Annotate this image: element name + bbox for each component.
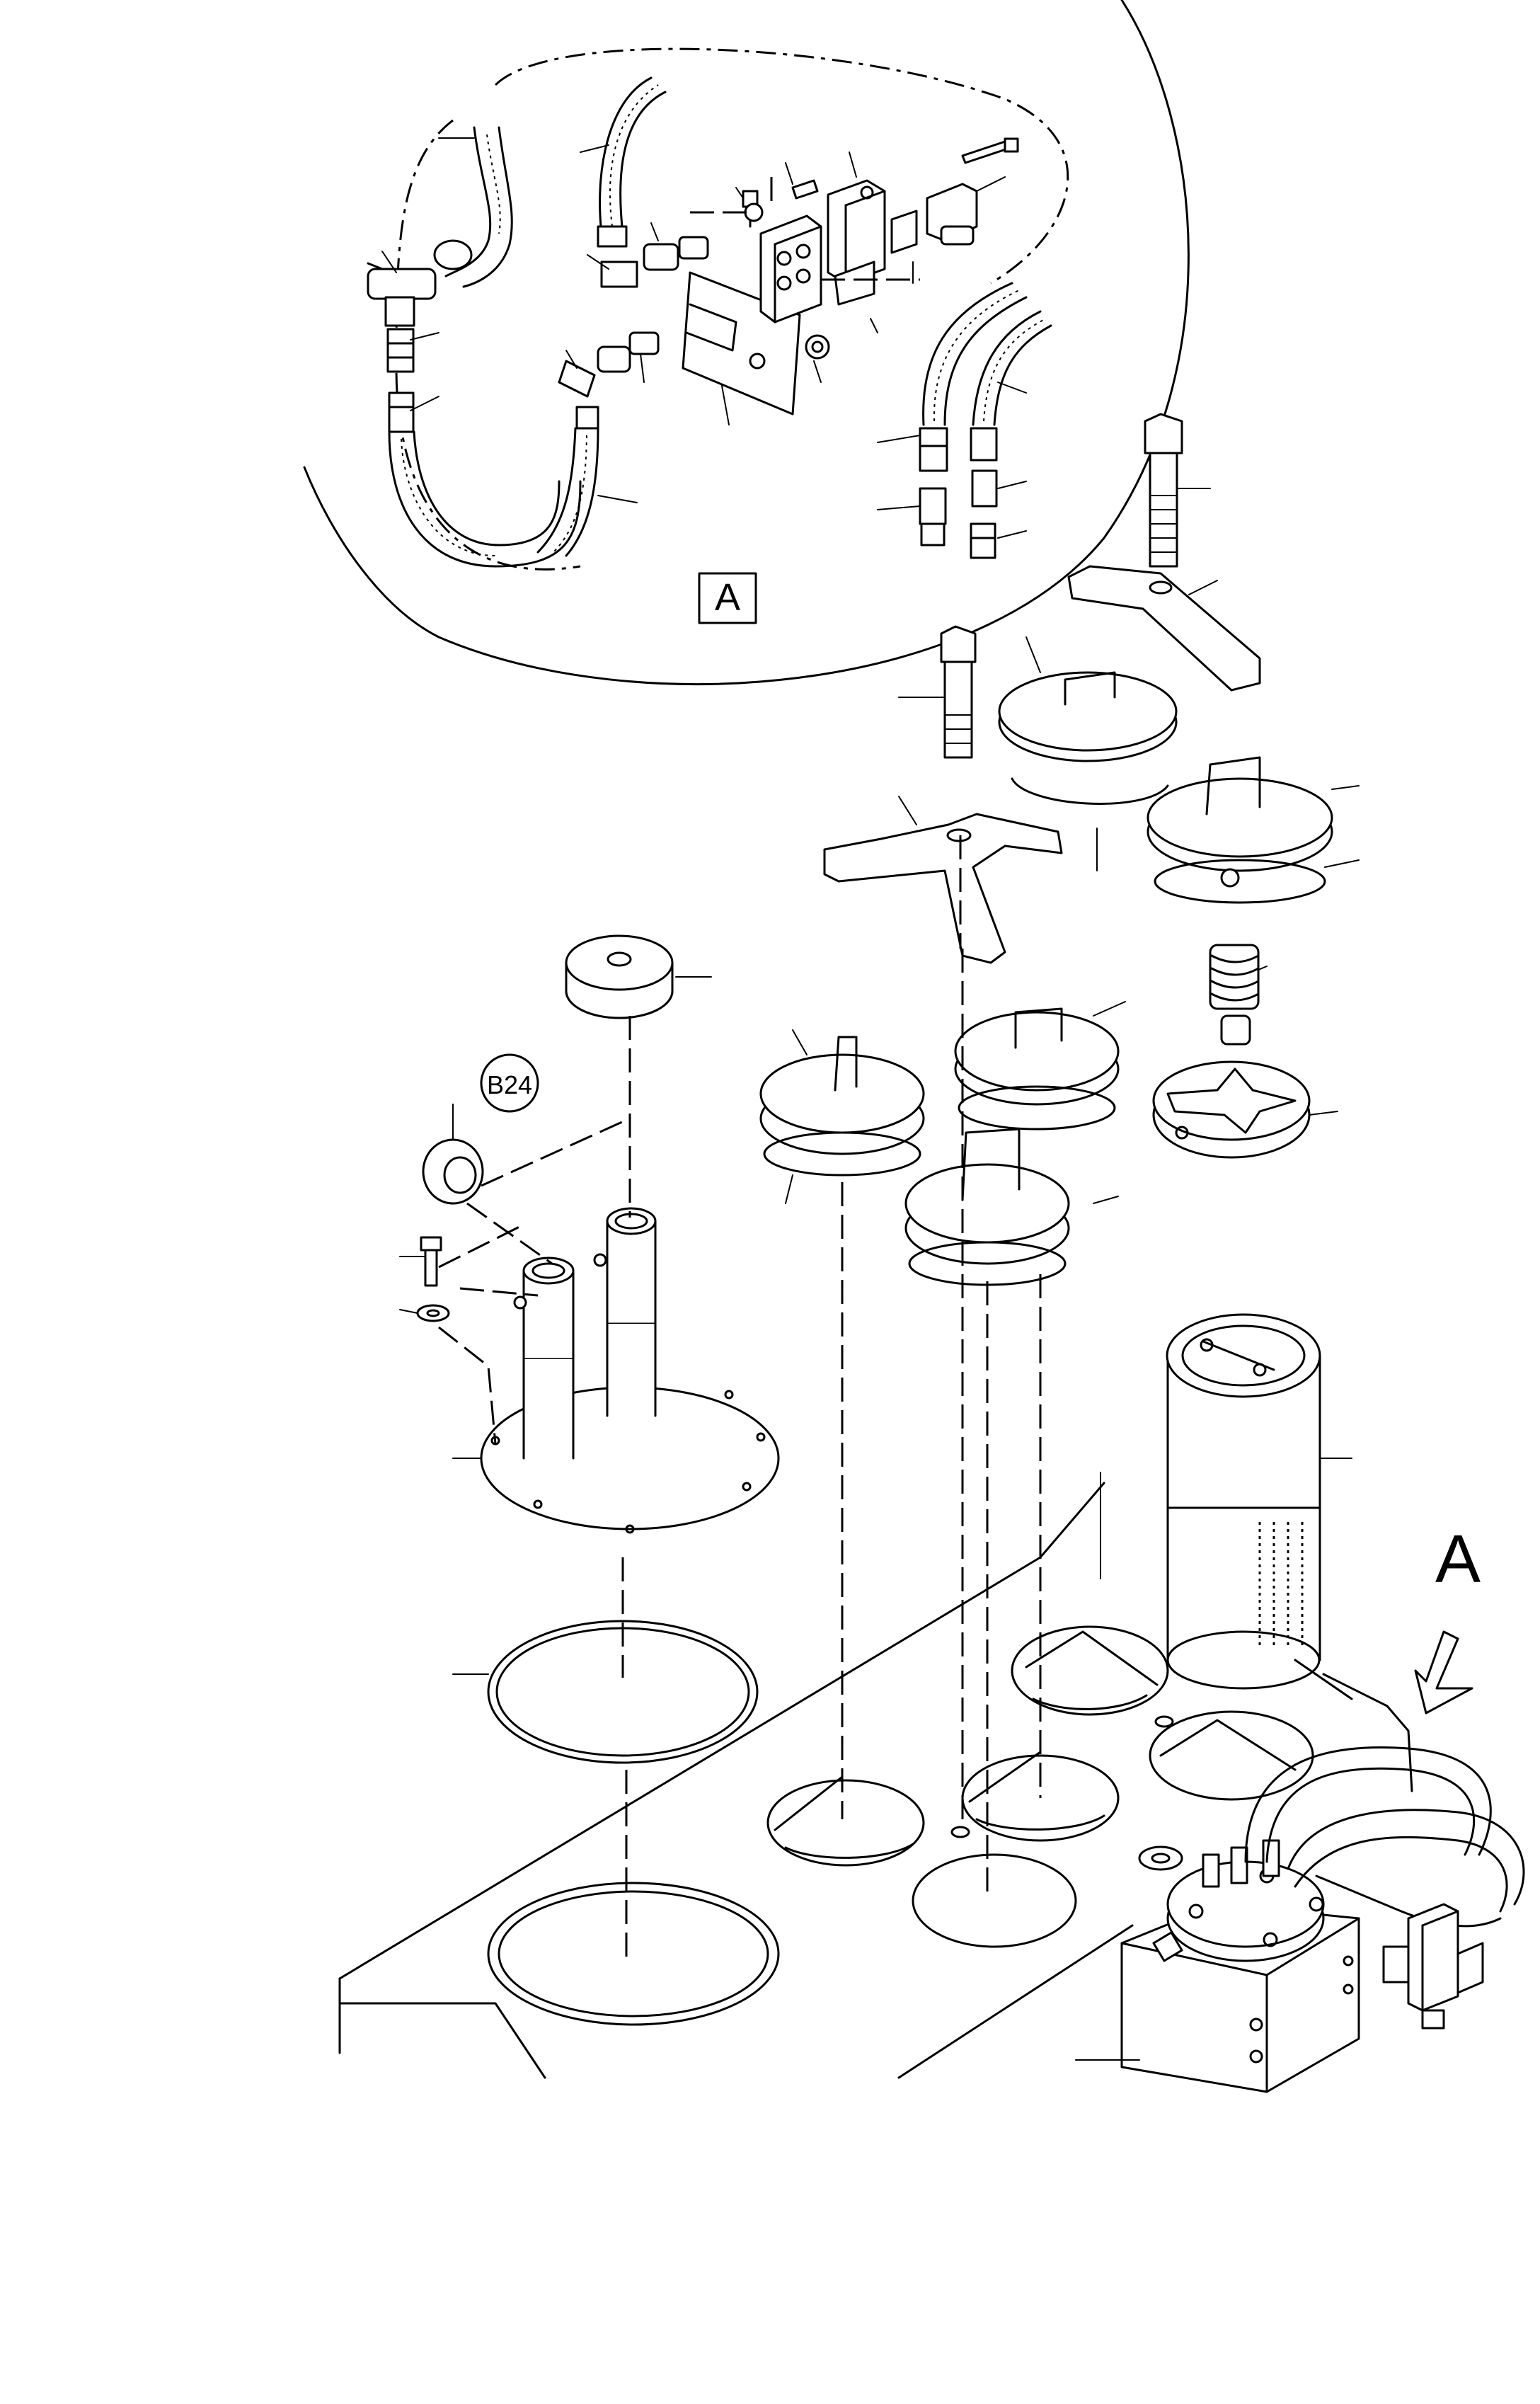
detail-label-a-text: A [715,576,740,619]
spring [1209,944,1268,1046]
tank-port-center [766,1775,925,1867]
callout-b24-text: B24 [487,1070,532,1099]
nut-wheel [422,1104,484,1205]
detail-view-a: A [303,0,1190,685]
valve-block [759,214,822,324]
long-screw-detail [961,137,1019,164]
hose-center-lower [536,406,599,557]
assembly-line-washer [438,1326,497,1445]
tank-port-right [1149,1710,1314,1801]
tank-block [338,1472,1413,2079]
base-plate [452,1322,780,1534]
bolt-small [399,1236,442,1287]
handle-bar-right [1067,565,1261,692]
tee-fitting-left [367,239,473,327]
washer-small [399,1304,450,1322]
solenoid-valve [827,179,886,306]
detail-circle-outline [303,0,1190,685]
bolt-right [1144,413,1211,568]
hose-center-upper [597,76,667,248]
bolt-center [898,625,977,759]
pump-flange [1152,1839,1325,1962]
fitting-stack-left [386,328,415,433]
o-ring-large [452,1620,759,1764]
hose-left-lower [388,430,582,568]
detail-label-a: A [698,572,757,624]
view-arrow-a: A [1414,1521,1481,1715]
small-fasteners-detail [742,179,830,360]
tank-port-left-large [487,1882,780,2026]
lid-upper-center [998,636,1178,871]
view-arrow-a-text: A [1435,1521,1481,1597]
elbow-fitting-lower [558,331,660,398]
tank-port-front [912,1853,1077,1948]
connector-plug [890,183,978,254]
elbow-fitting-center [600,236,709,288]
tri-handle-center [823,796,1063,964]
hose-right-fittings [919,427,998,559]
filter-element [1166,1313,1352,1690]
lid-upper-right [1147,756,1360,904]
solenoid-lower-right [1382,1903,1484,2030]
hose-route-dashed-left [395,119,581,571]
hose-route-dashed-upper [494,47,1069,285]
lid-middle-left [759,1029,925,1204]
spring-holder-ring [1152,1060,1338,1159]
round-cap [565,934,712,1019]
assembly-line-bolt [438,1223,539,1297]
tank-port-upper [1011,1625,1169,1716]
pump-hoses [1244,1746,1525,1928]
tank-holes-small [950,1715,1183,1871]
callout-b24: B24 [480,1053,539,1113]
lid-middle-front [904,1128,1119,1286]
arrow-down-icon [1414,1630,1473,1715]
assembly-line-nut [466,1117,631,1265]
leader-lines-detail [381,137,1027,539]
hose-right-pair [922,282,1052,426]
lid-middle-right [954,1001,1126,1131]
